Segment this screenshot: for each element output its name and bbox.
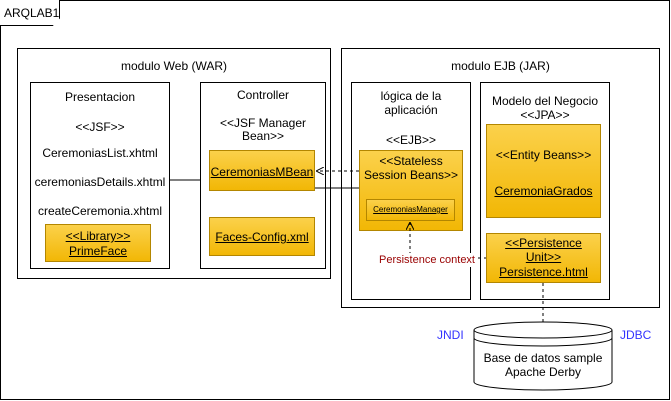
entity-name: CeremoniaGrados [494, 184, 593, 198]
session-stereotype: Session Beans>> [363, 168, 459, 182]
file-item: CeremoniasList.xhtml [42, 146, 158, 160]
jdbc-label: JDBC [620, 328, 652, 342]
database-name: Base de datos sample [483, 351, 603, 365]
entity-beans [486, 124, 601, 218]
library-primeface [45, 224, 151, 262]
database-cylinder [473, 321, 613, 391]
mbean-label: CeremoniasMBean [210, 165, 314, 179]
file-item: ceremoniasDetails.xhtml [34, 175, 166, 189]
library-stereotype: <<Library>> [65, 229, 131, 243]
persistence-unit [486, 233, 601, 283]
negocio-stereotype: <<JPA>> [520, 108, 570, 122]
logica-title: aplicación [384, 103, 438, 117]
pu-file: Persistence.html [499, 265, 588, 279]
manager-label: CeremoniasManager [373, 205, 448, 214]
frame-title: ARQLAB1 [4, 6, 60, 20]
presentacion-title: Presentacion [64, 90, 136, 104]
file-item: createCeremonia.xhtml [37, 204, 163, 218]
pu-stereotype: Unit>> [525, 250, 562, 264]
ceremonias-manager [366, 199, 455, 221]
faces-config [209, 217, 315, 256]
session-stereotype: <<Stateless [379, 154, 443, 168]
pu-stereotype: <<Persistence [505, 236, 582, 250]
web-module-title: modulo Web (WAR) [120, 59, 228, 73]
presentacion-stereotype: <<JSF>> [75, 120, 125, 134]
logica-title: lógica de la [380, 89, 442, 103]
negocio-title: Modelo del Negocio [491, 94, 599, 108]
persistence-context-label: Persistence context [378, 253, 476, 267]
controller-stereotype: Bean>> [241, 129, 285, 143]
faces-config-label: Faces-Config.xml [215, 230, 309, 244]
entity-label: <<Entity Beans>> [495, 148, 592, 162]
logica-stereotype: <<EJB>> [385, 133, 437, 147]
frame-tab [0, 0, 60, 26]
controller-stereotype: <<JSF Manager [219, 116, 307, 130]
library-name: PrimeFace [68, 244, 127, 258]
ceremonias-mbean [209, 150, 315, 191]
ejb-module-title: modulo EJB (JAR) [451, 59, 550, 73]
jndi-label: JNDI [437, 328, 464, 342]
controller-title: Controller [236, 88, 290, 102]
database-engine: Apache Derby [504, 365, 582, 379]
